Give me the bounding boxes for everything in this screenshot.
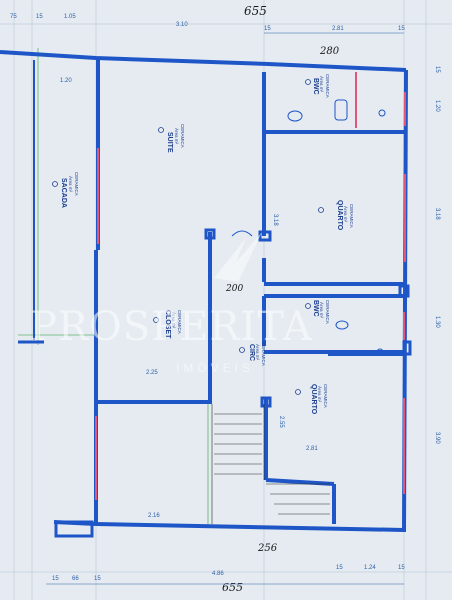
windows	[95, 72, 406, 500]
quarto1-floor: CERAMICA	[349, 204, 354, 228]
dim-stair-width: 2.16	[148, 513, 160, 519]
right-dim-4: 1.30	[434, 316, 440, 328]
green-guides	[18, 48, 209, 525]
quarto2-area: Área m²	[317, 386, 323, 403]
quarto1-area: Área m²	[343, 206, 349, 223]
room-quarto2: QUARTO Área m² CERAMICA	[295, 384, 328, 415]
watermark-brand: PROSPERITA	[30, 304, 313, 350]
bwc2-name: BWC	[312, 300, 319, 317]
quarto2-step	[265, 478, 335, 486]
quarto2-name: QUARTO	[310, 384, 317, 415]
top-dim-6: 2.81	[332, 26, 344, 32]
room-bwc2: BWC Área m² CERAMICA	[305, 300, 330, 324]
circ-name: CIRC	[248, 344, 255, 361]
handwritten-top-total: 655	[244, 4, 267, 18]
door-arc	[231, 230, 253, 237]
quarto1-name: QUARTO	[336, 200, 343, 231]
drain-1	[378, 109, 386, 117]
dim-sacada-width: 1.20	[60, 78, 72, 84]
bottom-dimensions: 15 66 15 4.86 15 1.24 15	[52, 565, 405, 582]
bwc1-tag-icon	[305, 79, 311, 85]
dim-bwc2-height: 2.55	[278, 416, 284, 428]
right-dim-3: 3.18	[434, 208, 440, 220]
sacada-name: SACADA	[60, 178, 67, 208]
top-dim-5: 15	[264, 26, 271, 32]
room-quarto1: QUARTO Área m² CERAMICA	[318, 200, 354, 231]
bwc2-floor: CERAMICA	[325, 300, 330, 324]
top-wall	[0, 50, 407, 72]
sacada-tag-icon	[52, 181, 58, 187]
top-dim-7: 15	[398, 26, 405, 32]
right-dim-1: 15	[434, 66, 440, 73]
closet-floor: CERAMICA	[177, 310, 182, 334]
bwc1-floor: CERAMICA	[325, 74, 330, 98]
top-dim-4: 3.10	[176, 22, 188, 28]
top-dim-1: 75	[10, 14, 17, 20]
bwc2-area: Área m²	[319, 302, 325, 319]
handwritten-bottom-total: 655	[222, 581, 243, 594]
room-sacada: SACADA Área m² CERAMICA	[52, 172, 79, 208]
watermark: PROSPERITA IMÓVEIS	[30, 232, 313, 375]
bottom-dim-3: 15	[94, 576, 101, 582]
circ-area: Área m²	[255, 344, 261, 361]
bottom-dim-4: 4.86	[212, 571, 224, 577]
bwc2-tag-icon	[305, 303, 311, 309]
top-dim-2: 15	[36, 14, 43, 20]
suite-tag-icon	[158, 127, 164, 133]
sink-1	[334, 99, 348, 121]
bwc1-name: BWC	[312, 78, 319, 95]
dim-quarto2-width: 2.81	[306, 446, 318, 452]
stairs	[211, 404, 330, 524]
toilet-2	[335, 320, 349, 330]
quarto2-tag-icon	[295, 389, 301, 395]
bottom-dim-2: 66	[72, 576, 79, 582]
drain-2	[376, 348, 384, 356]
toilet-1	[287, 110, 303, 122]
bottom-dim-5: 15	[336, 565, 343, 571]
bottom-dim-1: 15	[52, 576, 59, 582]
handwritten-bottom-mid: 256	[257, 543, 278, 554]
right-dim-2: 1.20	[434, 100, 440, 112]
bottom-dim-7: 15	[398, 565, 405, 571]
room-circ: CIRC Área m² CERAMICA	[239, 342, 266, 366]
bottom-dim-6: 1.24	[364, 565, 376, 571]
closet-tag-icon	[153, 317, 159, 323]
handwritten-top-right: 280	[319, 46, 340, 57]
quarto1-tag-icon	[318, 207, 324, 213]
right-dim-5: 3.90	[434, 432, 440, 444]
circ-floor: CERAMICA	[261, 342, 266, 366]
room-closet: CLOSET Área m² CERAMICA	[153, 310, 182, 339]
sacada-floor: CERAMICA	[74, 172, 79, 196]
bwc1-area: Área m²	[319, 76, 325, 93]
watermark-logo-icon	[214, 232, 262, 282]
circ-tag-icon	[239, 347, 245, 353]
dim-closet-width: 2.25	[146, 370, 158, 376]
sacada-area: Área m²	[68, 176, 74, 193]
inner-dimensions: 1.20 3.18 2.25 2.55 2.81 2.16	[60, 78, 318, 519]
room-suite: SUITE Área m² CERAMICA	[158, 124, 185, 153]
suite-name: SUITE	[166, 132, 173, 153]
top-dim-3: 1.05	[64, 14, 76, 20]
dim-suite-height: 3.18	[272, 214, 278, 226]
suite-floor: CERAMICA	[180, 124, 185, 148]
handwritten-mid: 200	[225, 284, 243, 294]
closet-area: Área m²	[171, 312, 177, 329]
top-dimensions: 75 15 1.05 3.10 15 2.81 15	[10, 14, 405, 32]
bottom-jog	[54, 520, 94, 538]
quarto2-floor: CERAMICA	[323, 384, 328, 408]
right-dimensions: 15 1.20 3.18 1.30 3.90	[434, 66, 440, 444]
fixtures	[231, 99, 386, 356]
room-bwc1: BWC Área m² CERAMICA	[305, 74, 330, 98]
watermark-sub: IMÓVEIS	[176, 360, 254, 375]
closet-name: CLOSET	[164, 310, 171, 339]
suite-area: Área m²	[174, 128, 180, 145]
